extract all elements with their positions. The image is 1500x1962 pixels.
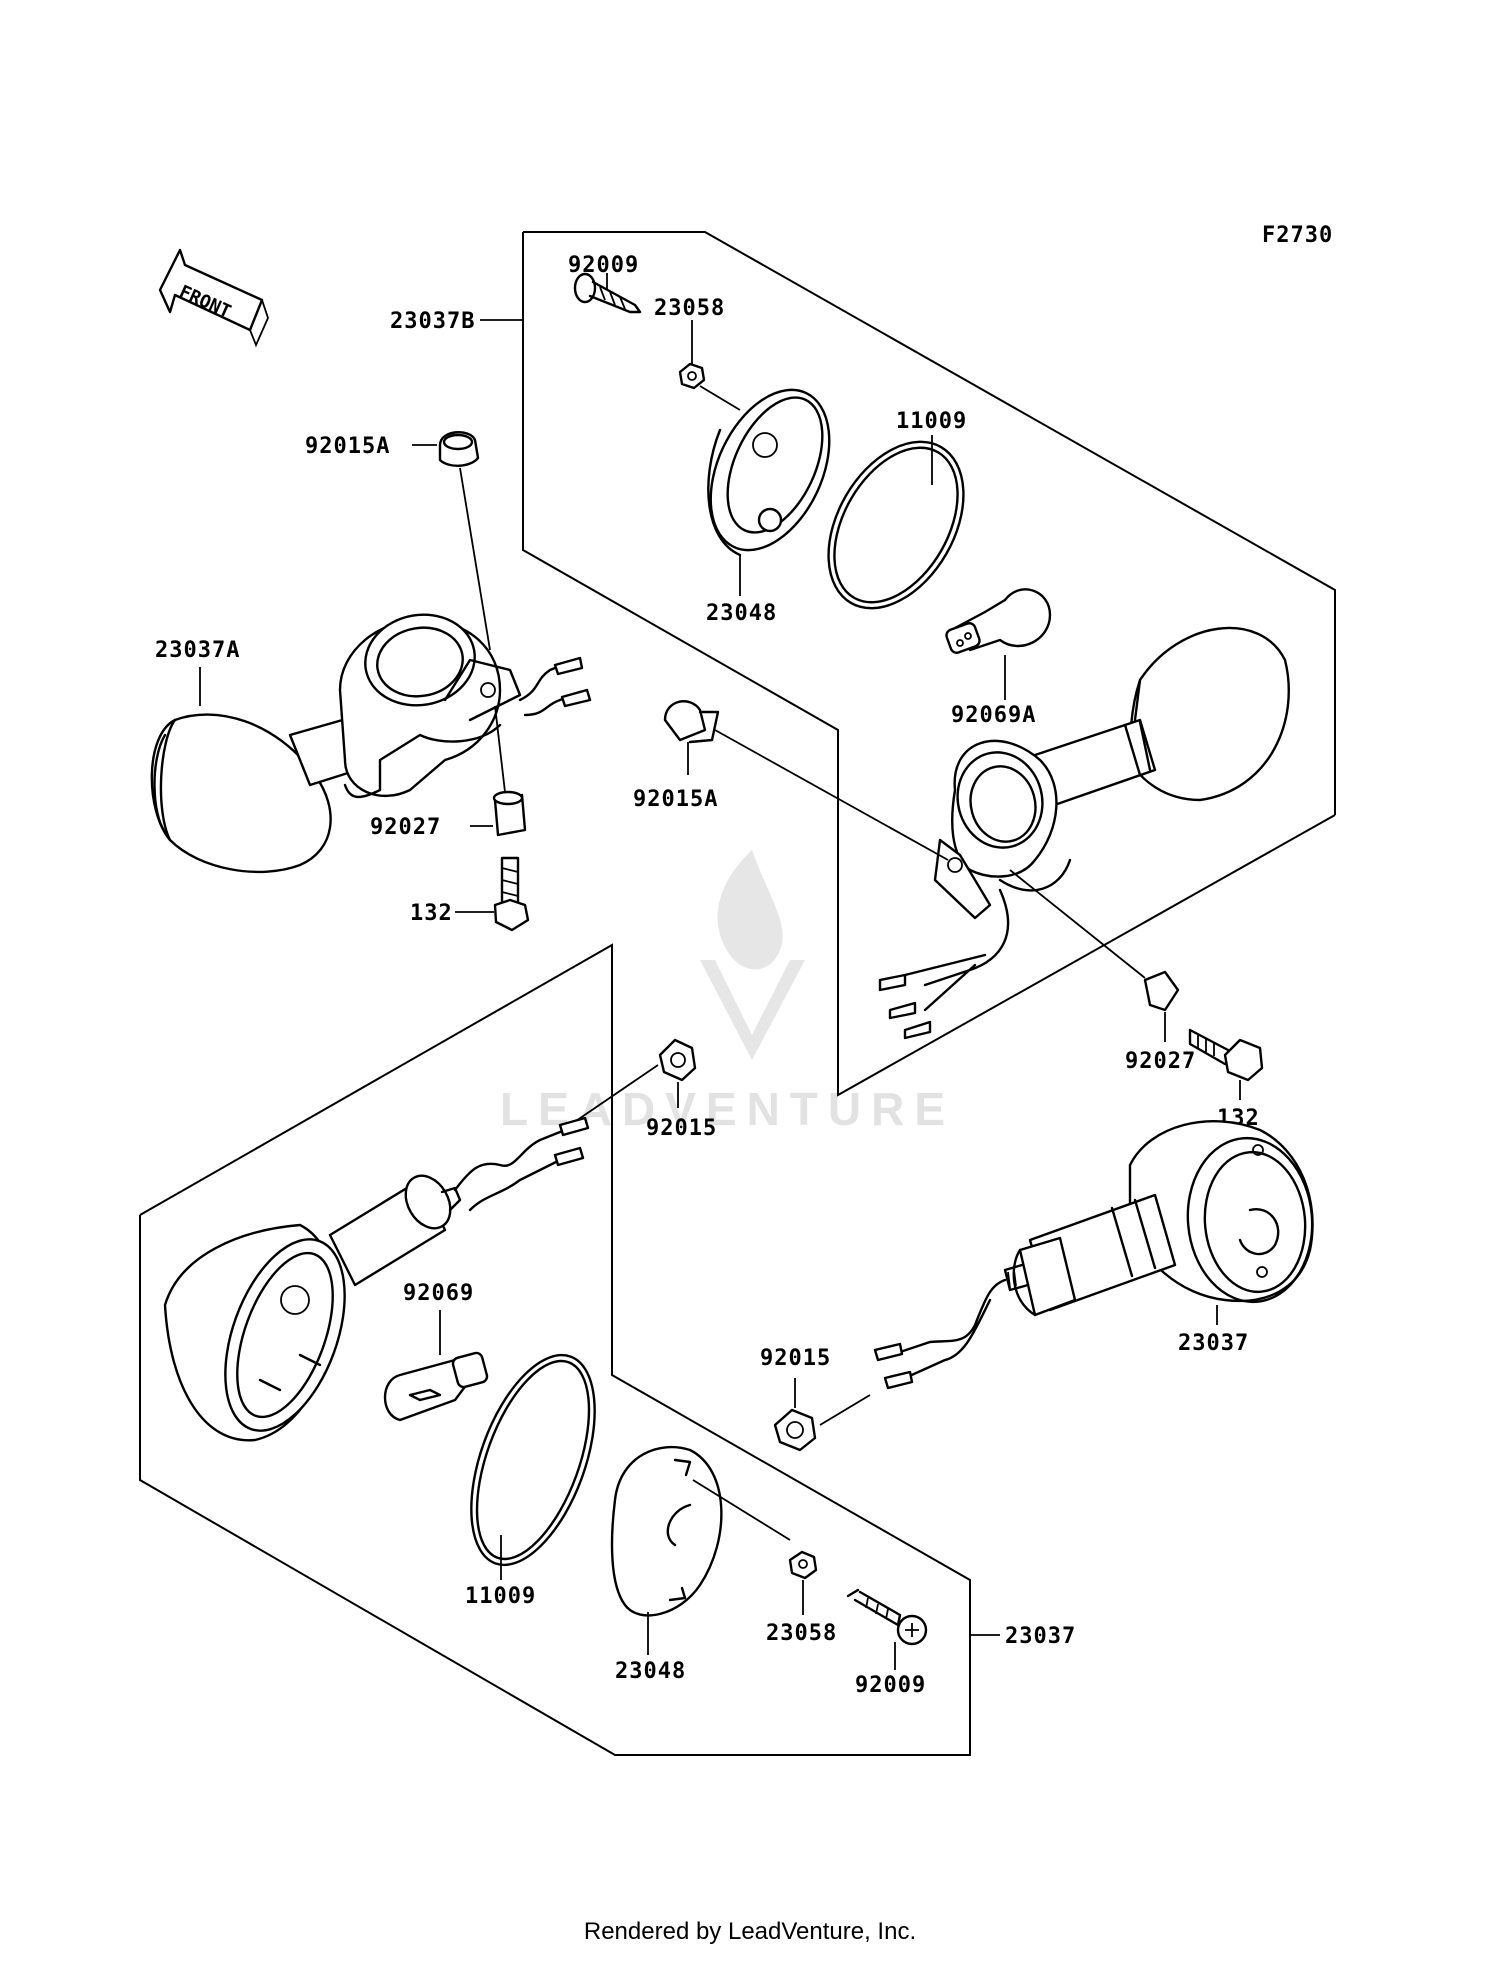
gasket-ring-11009-lower [470,1353,596,1580]
lens-cover-23048-lower [610,1445,791,1655]
callout-92015-lower-top: 92015 [646,1116,717,1141]
watermark-logo: LEADVENTURE [500,850,945,1135]
callout-23058-lower: 23058 [766,1621,837,1646]
callout-23058-upper: 23058 [654,296,725,321]
bulb-92069 [383,1310,489,1422]
nut-92015-lower-right [773,1378,871,1452]
callout-92009-upper: 92009 [568,253,639,278]
callout-92015A-top: 92015A [305,434,390,459]
spacer-92027-right [1009,869,1180,1042]
callout-23037B: 23037B [390,309,475,334]
bulb-92069A [945,588,1052,700]
callout-11009-upper: 11009 [896,409,967,434]
callout-23037-right: 23037 [1178,1331,1249,1356]
spacer-92027-left [470,705,527,837]
nut-92015-lower-top [569,1038,697,1126]
nut-92015A-mid [663,700,949,861]
figure-code: F2730 [1262,223,1333,248]
callout-92009-lower: 92009 [855,1673,926,1698]
nut-23058-upper [678,320,741,411]
front-direction-arrow: FRONT [158,248,269,348]
bolt-132-right [1188,1028,1264,1100]
turn-signal-body-lower-left [163,1116,590,1442]
turn-signal-23037A-left [150,613,592,874]
callout-23037-box: 23037 [1005,1624,1076,1649]
screw-92009-lower [846,1588,928,1670]
callout-92015A-mid: 92015A [633,787,718,812]
callout-92027-left: 92027 [370,815,441,840]
lower-assembly-box [139,943,971,1756]
turn-signal-body-upper-right [878,626,1290,1040]
callout-92027-right: 92027 [1125,1049,1196,1074]
callout-92015-lower-right: 92015 [760,1346,831,1371]
nut-92015A-top [412,431,491,651]
callout-23048-lower: 23048 [615,1659,686,1684]
gasket-ring-11009-upper [827,435,965,610]
footer-credit: Rendered by LeadVenture, Inc. [583,1918,917,1945]
callout-23048-upper: 23048 [706,601,777,626]
screw-92009-upper [573,272,642,314]
callout-92069A: 92069A [951,703,1036,728]
upper-assembly-box [522,231,1336,1097]
callout-92069: 92069 [403,1281,474,1306]
lens-housing-23048-upper [707,388,831,596]
nut-23058-lower [788,1550,818,1615]
callout-11009-lower: 11009 [465,1584,536,1609]
turn-signal-23037-right [873,1119,1314,1390]
bolt-132-left [455,856,530,932]
callout-23037A: 23037A [155,638,240,663]
callout-132-left: 132 [410,901,453,926]
